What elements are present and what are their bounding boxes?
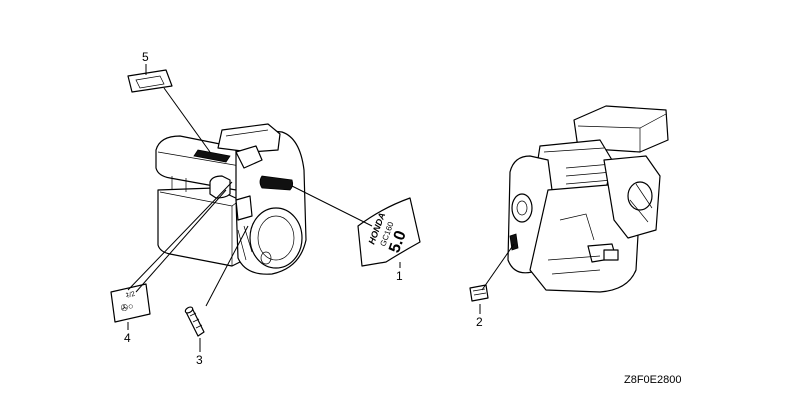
diagram-code: Z8F0E2800 [624, 374, 681, 386]
callout-number-2: 2 [476, 315, 483, 329]
caution-label-text: ﾈ/2 [125, 290, 136, 300]
caution-label-icon: ✇○ [120, 301, 135, 314]
callout-number-5: 5 [142, 50, 149, 64]
callout-number-4: 4 [124, 331, 131, 345]
engine-left-illustration [155, 123, 307, 275]
pin-label-part [184, 306, 205, 337]
engine-right-illustration [507, 105, 669, 293]
callout-number-3: 3 [196, 353, 203, 367]
emblem-decal-part: HONDA GC160 5.0 [357, 197, 421, 267]
air-cleaner-label-part [127, 69, 173, 93]
callout-number-1: 1 [396, 269, 403, 283]
emblem-power: 5.0 [386, 228, 410, 255]
leader-lines [127, 64, 515, 352]
small-label-part [469, 284, 489, 302]
caution-label-part: ﾈ/2 ✇○ [110, 283, 151, 323]
